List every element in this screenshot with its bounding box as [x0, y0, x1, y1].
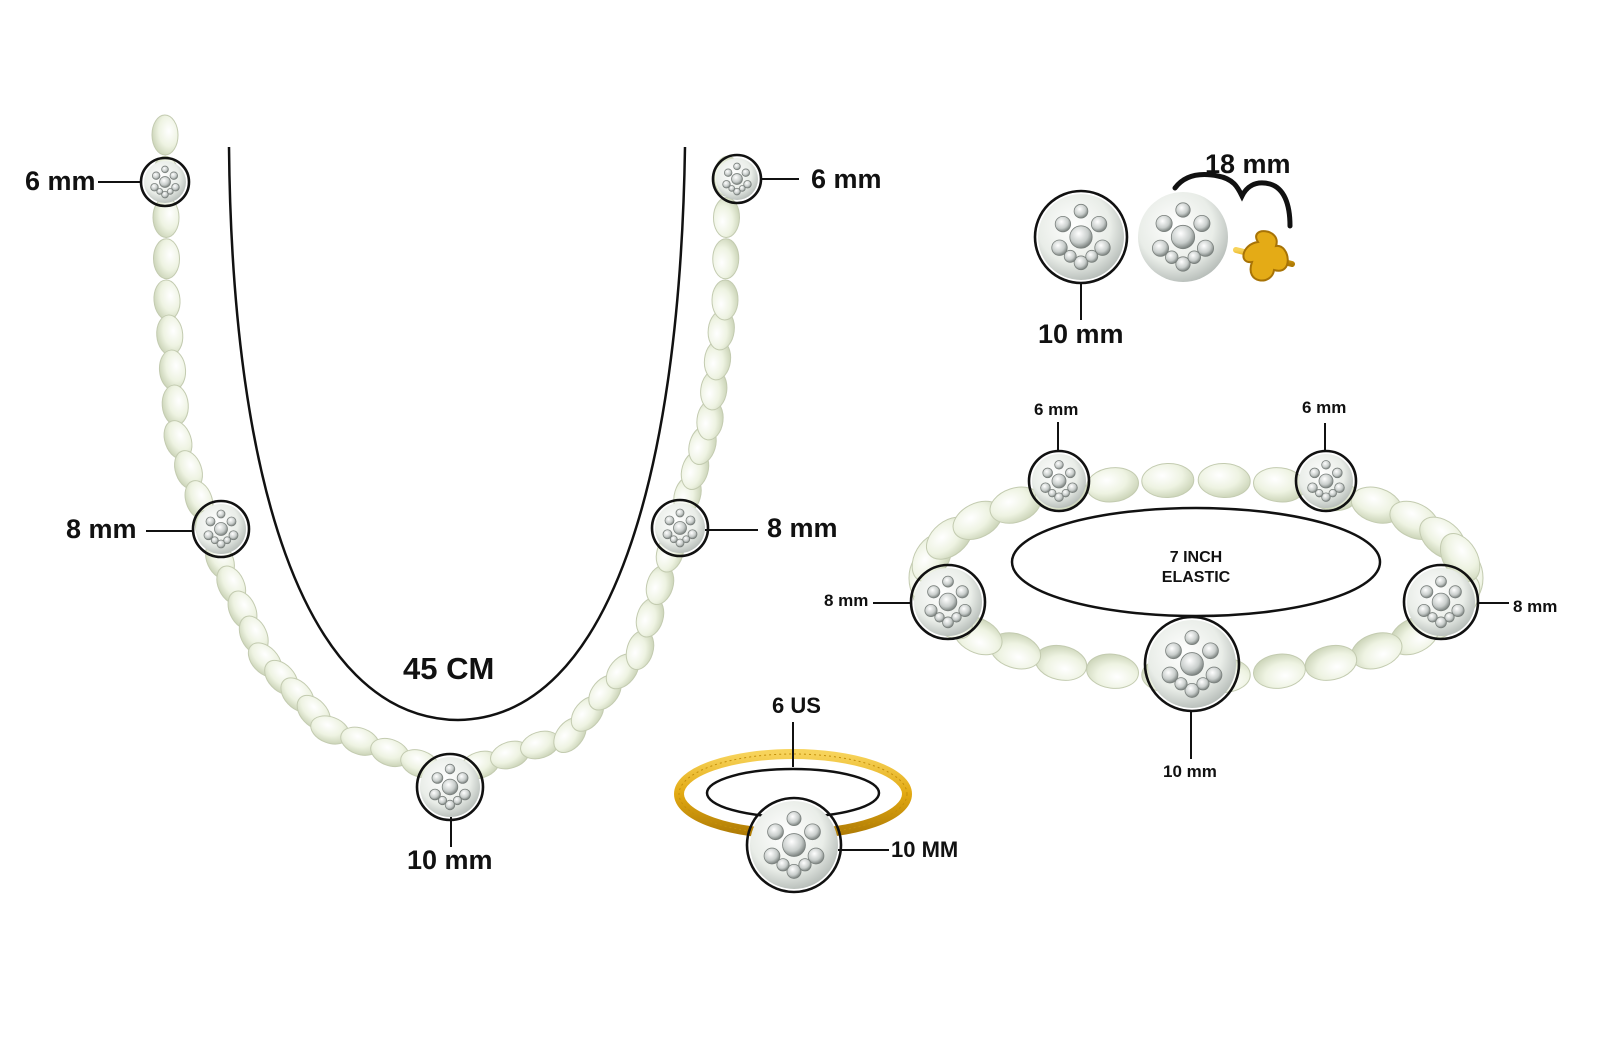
- pearl: [158, 349, 187, 391]
- necklace-center-bead: [415, 752, 485, 822]
- necklace-length-label: 45 CM: [403, 651, 495, 686]
- pearl: [161, 384, 189, 426]
- bracelet-length-line1: 7 INCH: [1169, 549, 1223, 566]
- pearl: [1034, 644, 1088, 681]
- pearl: [152, 238, 181, 280]
- bracelet-bottom-bead-label: 10 mm: [1163, 762, 1217, 781]
- bracelet-side-left-bead-label: 8 mm: [824, 591, 869, 610]
- pearl: [1086, 467, 1139, 503]
- pearl: [151, 114, 179, 156]
- bracelet-bottom-bead: [1143, 615, 1241, 713]
- necklace-top-right-bead: [711, 153, 763, 205]
- pearl: [153, 279, 181, 321]
- bracelet-top-right-bead: [1294, 449, 1358, 513]
- ring-stone: [745, 796, 843, 894]
- bracelet-length-label: 7 INCH ELASTIC: [1146, 548, 1246, 588]
- earring-front-view: [1033, 189, 1129, 285]
- rhinestone-balls: [139, 153, 1480, 894]
- pearl: [1253, 653, 1306, 689]
- pearl: [1141, 463, 1195, 499]
- pearl: [156, 314, 184, 356]
- necklace-pearl-strand: [151, 114, 741, 790]
- bracelet-length-line2: ELASTIC: [1161, 569, 1231, 586]
- bracelet-side-left-bead: [909, 563, 987, 641]
- bracelet-top-left-bead-label: 6 mm: [1034, 400, 1079, 419]
- necklace-mid-right-bead: [650, 498, 710, 558]
- necklace-top-left-bead: [139, 156, 191, 208]
- bracelet-top-left-bead: [1027, 449, 1091, 513]
- earring-width-brace: [1172, 172, 1293, 229]
- necklace-mid-right-bead-label: 8 mm: [767, 513, 838, 543]
- earring-width-label: 18 mm: [1205, 149, 1291, 179]
- dimension-leader-lines: [98, 178, 1509, 851]
- pearl: [1197, 463, 1251, 499]
- bracelet-top-right-bead-label: 6 mm: [1302, 398, 1347, 417]
- bracelet-side-right-bead-label: 8 mm: [1513, 597, 1558, 616]
- earring-post: [1233, 230, 1295, 282]
- pearl: [712, 197, 741, 238]
- earring-side-view: [1138, 192, 1228, 282]
- pearl: [1086, 653, 1139, 689]
- necklace-length-curve: [227, 146, 687, 722]
- ring-stone-label: 10 MM: [891, 837, 959, 862]
- necklace-top-left-bead-label: 6 mm: [25, 166, 96, 196]
- necklace-top-right-bead-label: 6 mm: [811, 164, 882, 194]
- ring-size-label: 6 US: [772, 693, 821, 718]
- necklace-mid-left-bead: [191, 499, 251, 559]
- pearl: [1304, 644, 1358, 681]
- necklace-mid-left-bead-label: 8 mm: [66, 514, 137, 544]
- bracelet-side-right-bead: [1402, 563, 1480, 641]
- earring-diameter-label: 10 mm: [1038, 319, 1124, 349]
- necklace-center-bead-label: 10 mm: [407, 845, 493, 875]
- pearl: [711, 279, 739, 321]
- pearl: [712, 238, 740, 280]
